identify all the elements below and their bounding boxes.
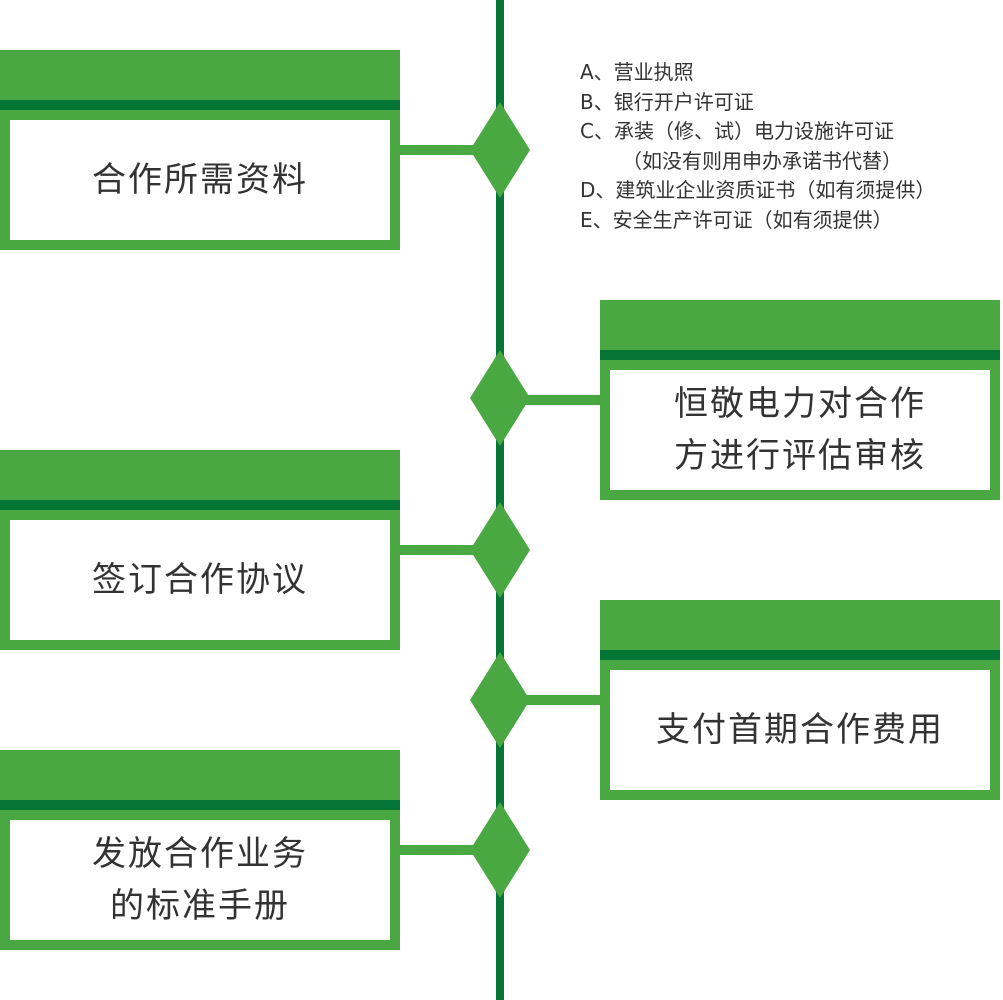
step-label: 支付首期合作费用 [656,710,944,750]
step-header-bar [600,600,1000,650]
materials-item: B、银行开户许可证 [580,89,754,114]
step-header-bar [0,750,400,800]
step-issue-handbook: 发放合作业务 的标准手册 [0,750,400,950]
materials-item: E、安全生产许可证（如有须提供） [580,207,893,232]
step-card: 恒敬电力对合作 方进行评估审核 [600,360,1000,500]
step-card: 合作所需资料 [0,110,400,250]
step-header-bar [0,450,400,500]
step-first-payment: 支付首期合作费用 [600,600,1000,800]
connector-line [400,145,500,155]
step-header-stripe [0,800,400,810]
step-header-stripe [600,350,1000,360]
step-evaluation-review: 恒敬电力对合作 方进行评估审核 [600,300,1000,500]
step-card: 签订合作协议 [0,510,400,650]
materials-item: D、建筑业企业资质证书（如有须提供） [580,178,936,202]
step-header-bar [0,50,400,100]
connector-line [400,845,500,855]
step-header-stripe [0,100,400,110]
connector-line [500,395,600,405]
step-label: 合作所需资料 [92,160,308,200]
step-header-bar [600,300,1000,350]
connector-line [400,545,500,555]
step-label: 发放合作业务 的标准手册 [92,834,308,926]
step-required-materials: 合作所需资料 [0,50,400,250]
required-materials-list: A、营业执照 B、银行开户许可证 C、承装（修、试）电力设施许可证 （如没有则用… [580,58,1000,235]
step-header-stripe [0,500,400,510]
materials-item: A、营业执照 [580,60,694,84]
materials-item: C、承装（修、试）电力设施许可证 [580,119,894,143]
step-card: 支付首期合作费用 [600,660,1000,800]
step-card: 发放合作业务 的标准手册 [0,810,400,950]
timeline-spine [496,0,504,1000]
step-label: 恒敬电力对合作 方进行评估审核 [674,384,926,476]
connector-line [500,695,600,705]
step-sign-agreement: 签订合作协议 [0,450,400,650]
step-label: 签订合作协议 [92,560,308,600]
materials-item: （如没有则用申办承诺书代替） [622,148,902,173]
step-header-stripe [600,650,1000,660]
